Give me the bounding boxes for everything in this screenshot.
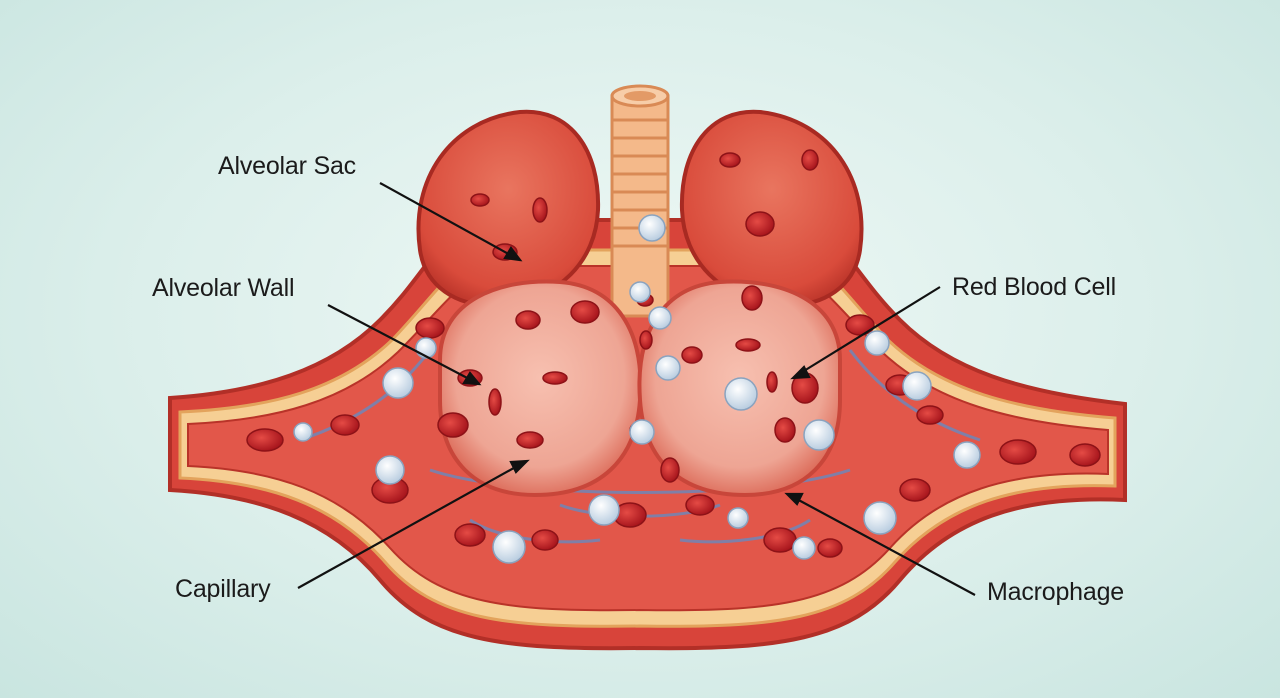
label-capillary: Capillary	[175, 575, 271, 603]
leader-line-macrophage	[792, 496, 976, 596]
left-alveolus	[438, 279, 643, 498]
red-blood-cells	[246, 149, 1101, 558]
leader-line-alveolar-sac	[379, 182, 515, 258]
vessel-network	[299, 349, 981, 544]
macrophages	[293, 214, 981, 564]
label-red-blood-cell: Red Blood Cell	[952, 273, 1116, 301]
label-macrophage: Macrophage	[987, 578, 1124, 606]
label-alveolar-wall: Alveolar Wall	[152, 274, 295, 302]
leader-lines	[297, 182, 976, 596]
upper-right-lobe	[679, 109, 864, 308]
leader-line-capillary	[297, 463, 522, 589]
upper-left-lobe	[416, 109, 601, 308]
leader-line-red-blood-cell	[798, 286, 941, 375]
label-alveolar-sac: Alveolar Sac	[218, 152, 356, 180]
leader-line-alveolar-wall	[327, 304, 474, 382]
trachea	[610, 84, 670, 318]
